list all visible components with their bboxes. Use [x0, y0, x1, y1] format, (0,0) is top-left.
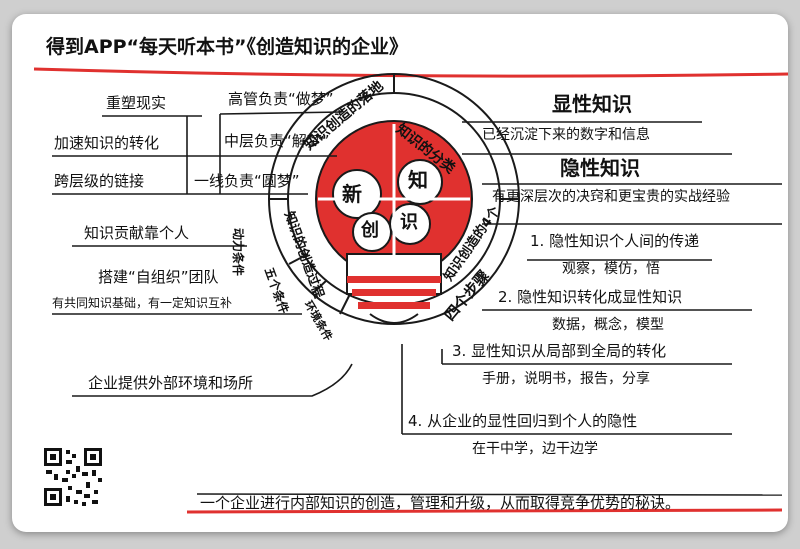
left-senior: 高管负责“做梦”	[228, 90, 334, 108]
step-1-sub: 观察，模仿，悟	[562, 261, 660, 277]
center-char-insight: 识	[400, 212, 418, 233]
left-org-note: 有共同知识基础，有一定知识互补	[52, 296, 233, 310]
step-1: 1. 隐性知识个人间的传递	[530, 232, 700, 250]
page-title: 得到APP“每天听本书”《创造知识的企业》	[46, 36, 409, 58]
ring-label-power: 动力条件	[231, 228, 245, 277]
center-char-new: 新	[342, 182, 362, 206]
mind-map-card: 得到APP“每天听本书”《创造知识的企业》 新 知 创 识 知识创造的落地 知识…	[12, 14, 788, 532]
left-item-cross-level: 跨层级的链接	[54, 172, 145, 190]
step-3-sub: 手册，说明书，报告，分享	[482, 371, 650, 387]
step-2-sub: 数据，概念，模型	[552, 317, 664, 333]
left-contribution: 知识贡献靠个人	[84, 224, 190, 242]
left-org: 搭建“自组织”团队	[98, 268, 219, 286]
footer-summary: 一个企业进行内部知识的创造，管理和升级，从而取得竞争优势的秘诀。	[200, 494, 681, 512]
explicit-title: 显性知识	[552, 92, 632, 116]
step-4-sub: 在干中学，边干边学	[472, 441, 598, 457]
left-environment: 企业提供外部环境和场所	[88, 374, 254, 392]
light-bulb-icon	[268, 73, 520, 325]
mind-map-lines	[33, 67, 788, 514]
tacit-desc: 有更深层次的决窍和更宝贵的实战经验	[492, 189, 730, 205]
left-front: 一线负责“圆梦”	[194, 172, 300, 190]
left-item-accelerate: 加速知识的转化	[54, 134, 160, 152]
center-char-know: 知	[408, 168, 428, 192]
step-4: 4. 从企业的显性回归到个人的隐性	[408, 412, 638, 430]
left-item-reshape: 重塑现实	[106, 94, 167, 112]
footer-underline	[186, 508, 783, 514]
step-2: 2. 隐性知识转化成显性知识	[498, 288, 683, 306]
center-char-create: 创	[361, 220, 379, 241]
left-middle: 中层负责“解梦”	[224, 132, 330, 150]
step-3: 3. 显性知识从局部到全局的转化	[452, 342, 667, 360]
tacit-title: 隐性知识	[560, 156, 640, 180]
explicit-desc: 已经沉淀下来的数字和信息	[482, 127, 650, 143]
left-branches	[52, 111, 353, 397]
qr-code-icon[interactable]	[42, 446, 104, 508]
right-branches	[401, 121, 782, 435]
